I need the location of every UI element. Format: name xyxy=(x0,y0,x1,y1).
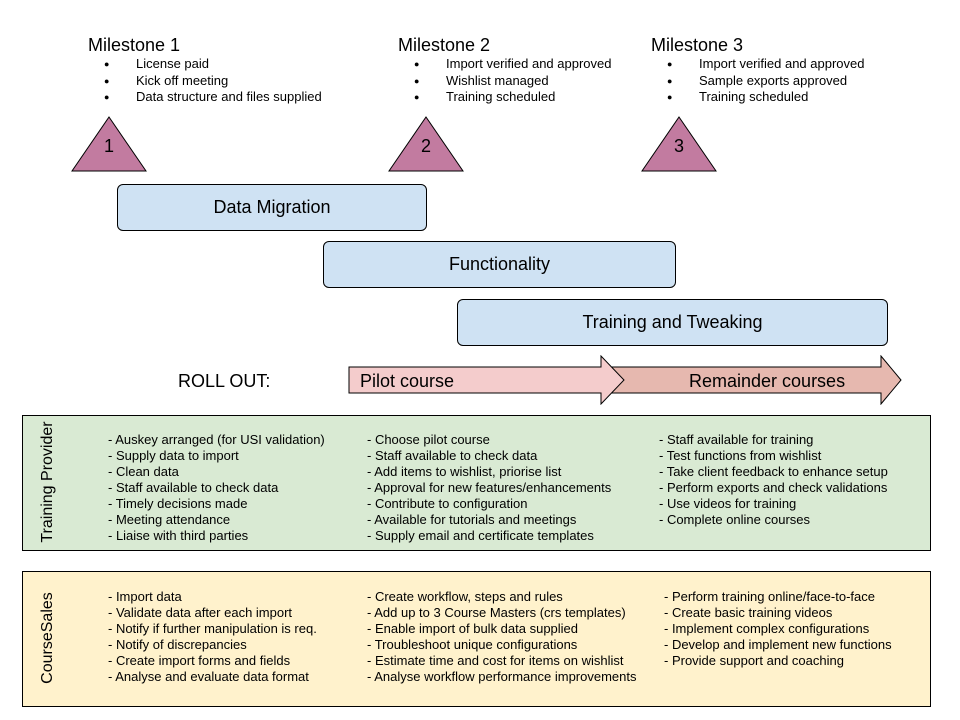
list-item: Import verified and approved xyxy=(398,56,611,73)
list-item: - Create import forms and fields xyxy=(108,653,291,668)
rollout-label: ROLL OUT: xyxy=(178,371,271,391)
milestone-3-marker: 3 xyxy=(641,116,717,172)
list-item: - Test functions from wishlist xyxy=(659,448,822,463)
list-item: - Implement complex configurations xyxy=(664,621,870,636)
list-item: - Develop and implement new functions xyxy=(664,637,892,652)
list-item: - Troubleshoot unique configurations xyxy=(367,637,578,652)
list-item: - Timely decisions made xyxy=(108,496,248,511)
list-item: - Clean data xyxy=(108,464,179,479)
list-item: - Perform exports and check validations xyxy=(659,480,888,495)
milestone-number: 3 xyxy=(673,136,684,156)
list-item: - Contribute to configuration xyxy=(367,496,528,511)
list-item: - Notify if further manipulation is req. xyxy=(108,621,317,636)
training-provider-panel: Training Provider - Auskey arranged (for… xyxy=(22,415,931,551)
list-item: - Analyse workflow performance improveme… xyxy=(367,669,637,684)
list-item: - Import data xyxy=(108,589,182,604)
list-item: Training scheduled xyxy=(398,89,611,106)
coursesales-column-3: - Perform training online/face-to-face -… xyxy=(664,589,892,669)
milestone-criteria-list: Import verified and approved Wishlist ma… xyxy=(398,56,611,106)
list-item: - Meeting attendance xyxy=(108,512,231,527)
training-provider-column-1: - Auskey arranged (for USI validation) -… xyxy=(108,432,325,544)
list-item: - Approval for new features/enhancements xyxy=(367,480,612,495)
milestone-2: Milestone 2 Import verified and approved… xyxy=(398,35,611,106)
list-item: - Perform training online/face-to-face xyxy=(664,589,875,604)
list-item: - Staff available to check data xyxy=(367,448,538,463)
triangle-icon xyxy=(641,116,717,172)
list-item: - Provide support and coaching xyxy=(664,653,844,668)
list-item: - Analyse and evaluate data format xyxy=(108,669,309,684)
milestone-number: 2 xyxy=(420,136,431,156)
list-item: - Create workflow, steps and rules xyxy=(367,589,563,604)
coursesales-column-2: - Create workflow, steps and rules - Add… xyxy=(367,589,637,685)
list-item: - Take client feedback to enhance setup xyxy=(659,464,888,479)
list-item: - Add items to wishlist, priorise list xyxy=(367,464,562,479)
list-item: - Complete online courses xyxy=(659,512,811,527)
list-item: - Notify of discrepancies xyxy=(108,637,247,652)
milestone-number: 1 xyxy=(103,136,114,156)
rollout-arrows xyxy=(348,355,902,405)
list-item: Wishlist managed xyxy=(398,73,611,90)
pilot-course-arrow xyxy=(348,355,625,405)
triangle-icon xyxy=(388,116,464,172)
remainder-courses-arrow xyxy=(598,355,902,405)
training-provider-column-2: - Choose pilot course - Staff available … xyxy=(367,432,611,544)
remainder-courses-label: Remainder courses xyxy=(689,371,846,391)
list-item: Sample exports approved xyxy=(651,73,864,90)
phase-data-migration: Data Migration xyxy=(117,184,427,231)
phase-functionality: Functionality xyxy=(323,241,676,288)
milestone-criteria-list: License paid Kick off meeting Data struc… xyxy=(88,56,322,106)
list-item: - Validate data after each import xyxy=(108,605,293,620)
milestone-2-marker: 2 xyxy=(388,116,464,172)
list-item: - Supply email and certificate templates xyxy=(367,528,594,543)
coursesales-panel: CourseSales - Import data - Validate dat… xyxy=(22,571,931,707)
list-item: - Staff available to check data xyxy=(108,480,279,495)
milestone-title: Milestone 1 xyxy=(88,35,181,55)
phase-training-and-tweaking: Training and Tweaking xyxy=(457,299,888,346)
list-item: - Create basic training videos xyxy=(664,605,833,620)
list-item: - Choose pilot course xyxy=(367,432,490,447)
milestone-1: Milestone 1 License paid Kick off meetin… xyxy=(88,35,322,106)
coursesales-label: CourseSales xyxy=(39,592,56,684)
triangle-icon xyxy=(71,116,147,172)
list-item: Kick off meeting xyxy=(88,73,322,90)
list-item: - Liaise with third parties xyxy=(108,528,249,543)
list-item: Training scheduled xyxy=(651,89,864,106)
list-item: - Use videos for training xyxy=(659,496,797,511)
milestone-title: Milestone 2 xyxy=(398,35,491,55)
milestone-3: Milestone 3 Import verified and approved… xyxy=(651,35,864,106)
list-item: - Available for tutorials and meetings xyxy=(367,512,577,527)
list-item: License paid xyxy=(88,56,322,73)
list-item: - Estimate time and cost for items on wi… xyxy=(367,653,624,668)
training-provider-column-3: - Staff available for training - Test fu… xyxy=(659,432,888,528)
pilot-course-label: Pilot course xyxy=(360,371,455,391)
list-item: - Staff available for training xyxy=(659,432,814,447)
list-item: - Enable import of bulk data supplied xyxy=(367,621,579,636)
list-item: Data structure and files supplied xyxy=(88,89,322,106)
milestone-title: Milestone 3 xyxy=(651,35,744,55)
milestone-1-marker: 1 xyxy=(71,116,147,172)
list-item: Import verified and approved xyxy=(651,56,864,73)
list-item: - Supply data to import xyxy=(108,448,239,463)
list-item: - Auskey arranged (for USI validation) xyxy=(108,432,325,447)
list-item: - Add up to 3 Course Masters (crs templa… xyxy=(367,605,626,620)
coursesales-column-1: - Import data - Validate data after each… xyxy=(108,589,317,685)
training-provider-label: Training Provider xyxy=(39,421,56,543)
milestone-criteria-list: Import verified and approved Sample expo… xyxy=(651,56,864,106)
